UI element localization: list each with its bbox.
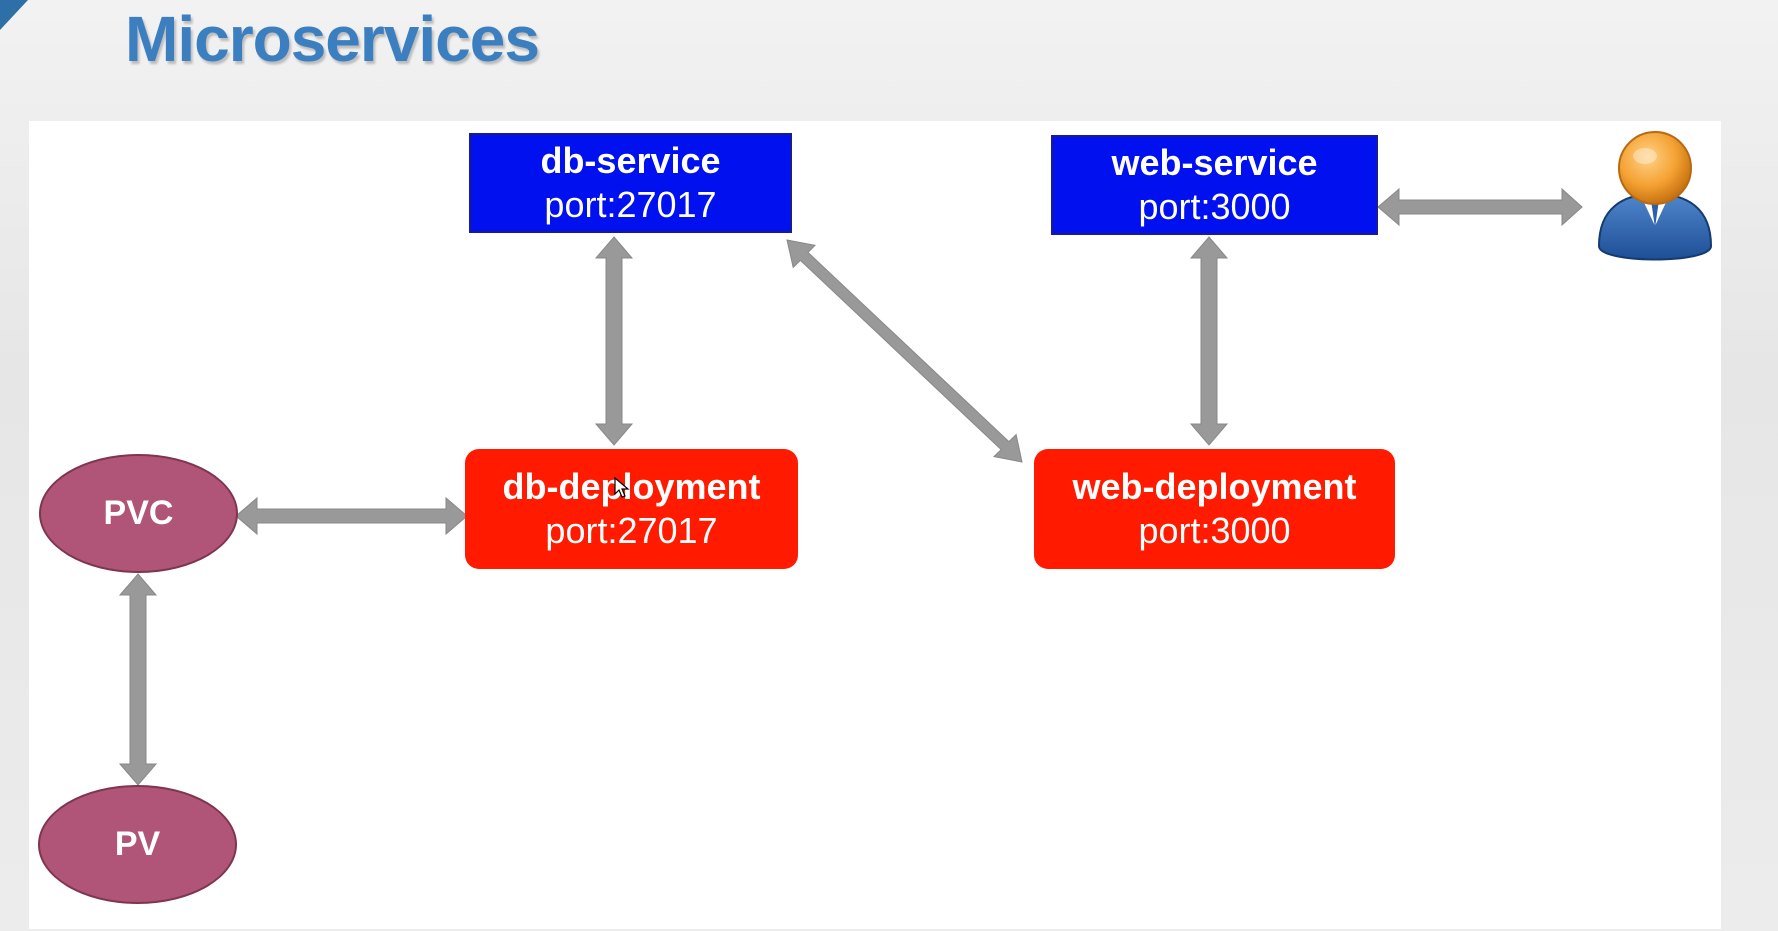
web-service-name: web-service — [1111, 142, 1318, 184]
arrow-db-service-web-deployment — [786, 239, 1023, 463]
pvc-label: PVC — [103, 493, 174, 532]
arrow-web-service-user — [1377, 187, 1583, 227]
db-service-name: db-service — [540, 140, 721, 182]
web-deployment-name: web-deployment — [1072, 466, 1357, 508]
db-deployment-box: db-deployment port:27017 — [465, 449, 798, 569]
arrow-pvc-db-deployment — [235, 496, 468, 536]
web-deployment-port: port:3000 — [1138, 510, 1291, 551]
pvc-ellipse: PVC — [39, 454, 238, 573]
user-icon — [1597, 131, 1713, 261]
db-deployment-port: port:27017 — [545, 510, 718, 551]
arrow-web-service-web-deployment — [1189, 236, 1229, 446]
arrow-db-service-db-deployment — [594, 236, 634, 446]
db-service-box: db-service port:27017 — [469, 133, 792, 233]
web-service-port: port:3000 — [1138, 186, 1291, 227]
diagram-canvas — [29, 121, 1721, 929]
db-deployment-name: db-deployment — [502, 466, 761, 508]
web-deployment-box: web-deployment port:3000 — [1034, 449, 1395, 569]
mouse-cursor-icon — [614, 477, 630, 498]
pv-label: PV — [114, 824, 161, 863]
slide-title: Microservices — [125, 3, 540, 75]
web-service-box: web-service port:3000 — [1051, 135, 1378, 235]
corner-accent — [0, 0, 28, 30]
db-service-port: port:27017 — [544, 184, 717, 225]
pv-ellipse: PV — [38, 785, 237, 904]
arrow-pvc-pv — [118, 573, 158, 786]
